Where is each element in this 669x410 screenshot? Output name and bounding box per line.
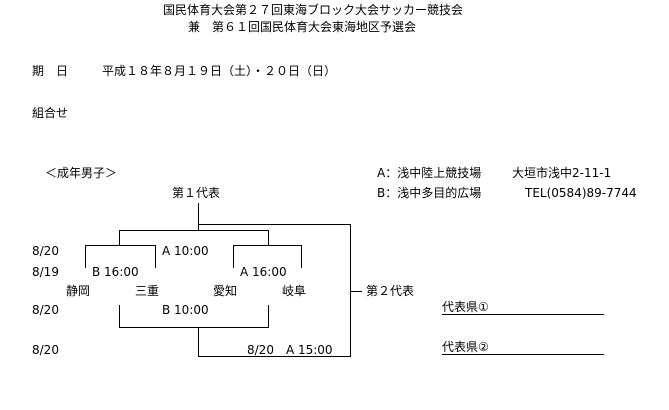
representative-1-field: 代表県① bbox=[442, 300, 604, 315]
match-playoff-time: 8/20 A 15:00 bbox=[247, 343, 333, 357]
bracket-line bbox=[198, 203, 199, 230]
title-line2: 兼 第６１回国民体育大会東海地区予選会 bbox=[188, 20, 417, 34]
bracket-line bbox=[233, 245, 302, 246]
bracket-line bbox=[301, 245, 302, 268]
bracket-line bbox=[268, 305, 269, 327]
title-line1: 国民体育大会第２７回東海ブロック大会サッカー競技会 bbox=[163, 3, 464, 17]
bracket-line bbox=[85, 245, 86, 268]
bracket-line bbox=[198, 224, 350, 225]
bracket-line bbox=[350, 291, 362, 292]
venue-b-name: B：浅中多目的広場 bbox=[377, 186, 482, 200]
match-semi-left-time: B 16:00 bbox=[92, 265, 139, 279]
bracket-line bbox=[85, 245, 155, 246]
venue-a-address: 大垣市浅中2-11-1 bbox=[512, 166, 612, 180]
match-losers-time: B 10:00 bbox=[162, 303, 209, 317]
team-shizuoka: 静岡 bbox=[66, 284, 91, 298]
bracket-line bbox=[268, 230, 269, 245]
bracket-line bbox=[350, 224, 351, 356]
category-label: ＜成年男子＞ bbox=[45, 166, 118, 180]
bracket-line bbox=[155, 245, 156, 268]
bracket-line bbox=[119, 230, 120, 245]
bracket-line bbox=[198, 327, 199, 356]
team-mie: 三重 bbox=[135, 284, 160, 298]
venue-a-name: A：浅中陸上競技場 bbox=[377, 166, 482, 180]
bracket-line bbox=[198, 356, 351, 357]
pairing-label: 組合せ bbox=[32, 106, 69, 120]
dates-value: 平成１８年８月１９日（土）・２０日（日） bbox=[102, 64, 337, 78]
bracket-line bbox=[119, 305, 120, 327]
first-representative: 第１代表 bbox=[172, 186, 221, 200]
team-aichi: 愛知 bbox=[213, 284, 238, 298]
venue-b-phone: TEL(0584)89-7744 bbox=[525, 186, 637, 200]
row-date: 8/19 bbox=[32, 265, 59, 279]
dates-label: 期 日 bbox=[32, 64, 69, 78]
bracket-line bbox=[119, 230, 269, 231]
match-final-time: A 10:00 bbox=[162, 244, 209, 258]
row-date: 8/20 bbox=[32, 244, 59, 258]
team-gifu: 岐阜 bbox=[282, 284, 307, 298]
row-date: 8/20 bbox=[32, 303, 59, 317]
bracket-line bbox=[233, 245, 234, 268]
match-semi-right-time: A 16:00 bbox=[240, 265, 287, 279]
row-date: 8/20 bbox=[32, 343, 59, 357]
bracket-line bbox=[119, 327, 269, 328]
representative-2-field: 代表県② bbox=[442, 340, 604, 355]
second-representative: 第２代表 bbox=[366, 284, 415, 298]
